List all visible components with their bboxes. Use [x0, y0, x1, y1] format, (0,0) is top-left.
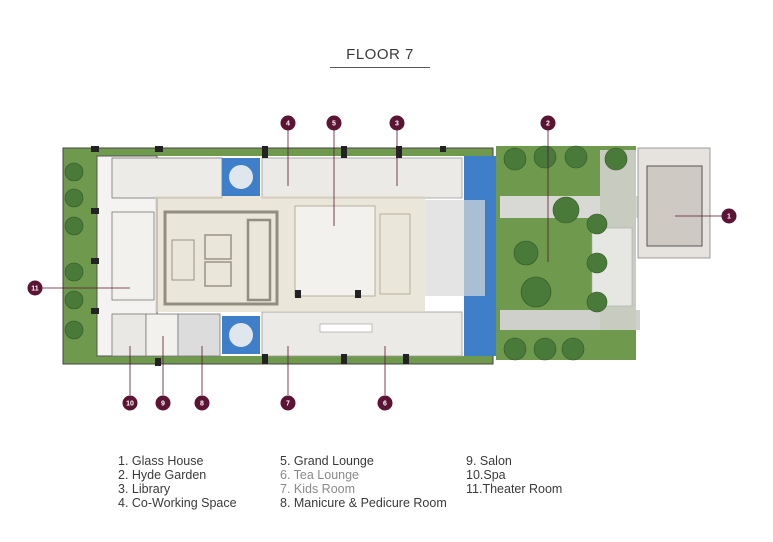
marker-1: 1 [721, 208, 737, 224]
legend-item: 10.Spa [466, 468, 506, 482]
marker-7: 7 [280, 395, 296, 411]
svg-text:3: 3 [395, 121, 399, 128]
svg-text:9: 9 [161, 401, 165, 408]
site-lawn-north [63, 148, 493, 156]
marker-9: 9 [155, 395, 171, 411]
legend-item: 7. Kids Room [280, 482, 356, 496]
legend-column-1: 1. Glass House 2. Hyde Garden 3. Library… [118, 454, 237, 510]
legend-column-3: 9. Salon 10.Spa 11.Theater Room [466, 454, 562, 496]
lounge-center [294, 205, 376, 297]
salon-room [145, 313, 179, 357]
legend-column-2: 5. Grand Lounge 6. Tea Lounge 7. Kids Ro… [280, 454, 447, 510]
svg-text:2: 2 [546, 121, 550, 128]
site-lawn-south [63, 356, 493, 364]
legend-item: 5. Grand Lounge [280, 454, 374, 468]
spa-room [111, 313, 147, 357]
legend-item: 1. Glass House [118, 454, 204, 468]
legend-item: 4. Co-Working Space [118, 496, 237, 510]
restroom-area [111, 157, 223, 199]
floor-title: FLOOR 7 [346, 46, 414, 63]
svg-text:5: 5 [332, 121, 336, 128]
legend-item: 8. Manicure & Pedicure Room [280, 496, 447, 510]
tea-bar [319, 323, 373, 333]
svg-text:8: 8 [200, 401, 204, 408]
lounge-table-row [379, 213, 411, 295]
svg-text:1: 1 [727, 214, 731, 221]
legend-item: 6. Tea Lounge [280, 468, 360, 482]
marker-10: 10 [122, 395, 138, 411]
svg-text:11: 11 [31, 286, 39, 293]
marker-3: 3 [389, 115, 405, 131]
marker-6: 6 [377, 395, 393, 411]
manicure-room [177, 313, 221, 357]
lightwell-south-ornament [229, 323, 253, 347]
legend-item: 3. Library [118, 482, 171, 496]
marker-11: 11 [27, 280, 43, 296]
marker-5: 5 [326, 115, 342, 131]
svg-text:7: 7 [286, 401, 290, 408]
glass-house [646, 165, 703, 247]
grand-lounge [155, 196, 425, 312]
kids-tea-lounge [261, 311, 463, 357]
garden-trees [64, 145, 628, 361]
pool-deck [425, 200, 485, 296]
marker-4: 4 [280, 115, 296, 131]
legend-item: 9. Salon [466, 454, 512, 468]
title-underline [330, 67, 430, 68]
marker-8: 8 [194, 395, 210, 411]
co-working-space [261, 157, 463, 199]
marker-2: 2 [540, 115, 556, 131]
theater-room [111, 211, 155, 301]
svg-text:4: 4 [286, 121, 290, 128]
structural-columns [91, 146, 446, 366]
lightwell-north-ornament [229, 165, 253, 189]
svg-text:6: 6 [383, 401, 387, 408]
legend-item: 11.Theater Room [466, 482, 563, 496]
marker-leaders [42, 130, 729, 395]
legend-item: 2. Hyde Garden [118, 468, 207, 482]
svg-text:10: 10 [126, 401, 134, 408]
